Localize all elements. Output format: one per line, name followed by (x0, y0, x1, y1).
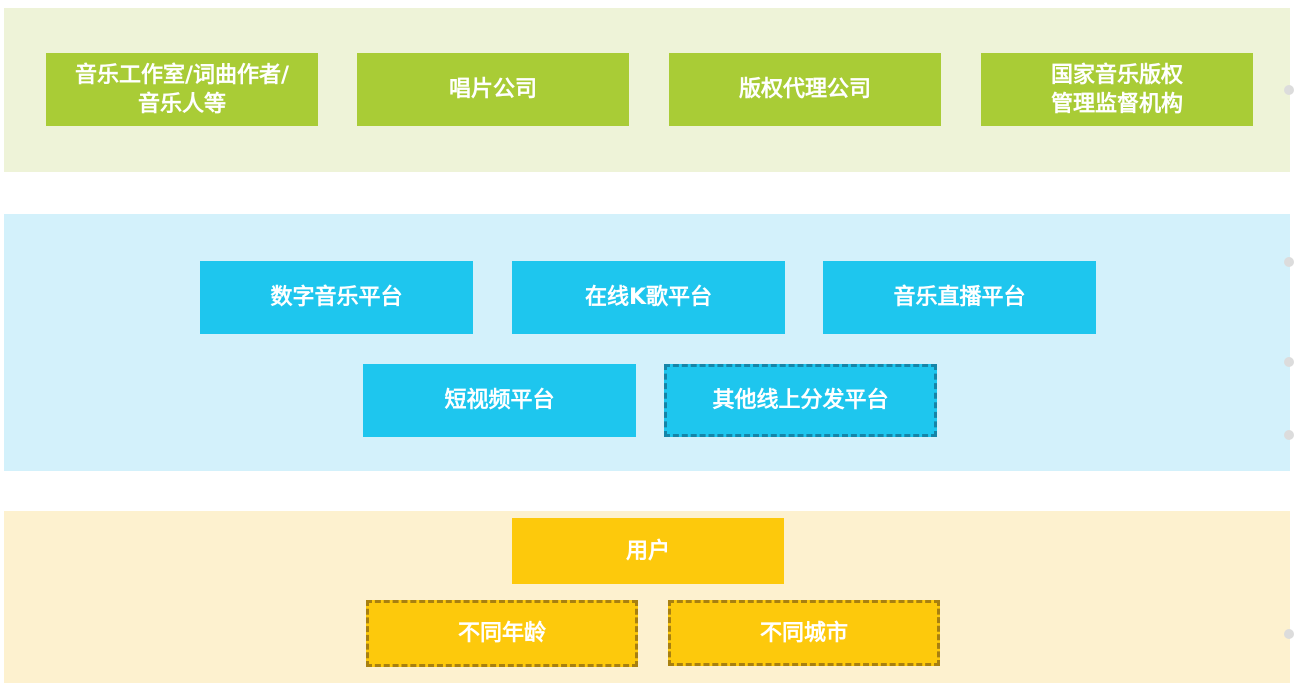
record-company-box: 唱片公司 (357, 53, 629, 126)
online-karaoke-platform-box: 在线K歌平台 (512, 261, 785, 334)
music-studio-box: 音乐工作室/词曲作者/ 音乐人等 (46, 53, 318, 126)
copyright-regulator-box: 国家音乐版权 管理监督机构 (981, 53, 1253, 126)
copyright-agency-box: 版权代理公司 (669, 53, 941, 126)
different-city-box: 不同城市 (668, 600, 940, 666)
user-box: 用户 (512, 518, 784, 584)
music-live-platform-box: 音乐直播平台 (823, 261, 1096, 334)
other-online-platform-box: 其他线上分发平台 (664, 364, 937, 437)
platform-layer-band (4, 214, 1290, 471)
edge-dot (1284, 430, 1294, 440)
short-video-platform-box: 短视频平台 (363, 364, 636, 437)
edge-dot (1284, 85, 1294, 95)
digital-music-platform-box: 数字音乐平台 (200, 261, 473, 334)
edge-dot (1284, 629, 1294, 639)
edge-dot (1284, 257, 1294, 267)
different-age-box: 不同年龄 (366, 600, 638, 667)
edge-dot (1284, 357, 1294, 367)
